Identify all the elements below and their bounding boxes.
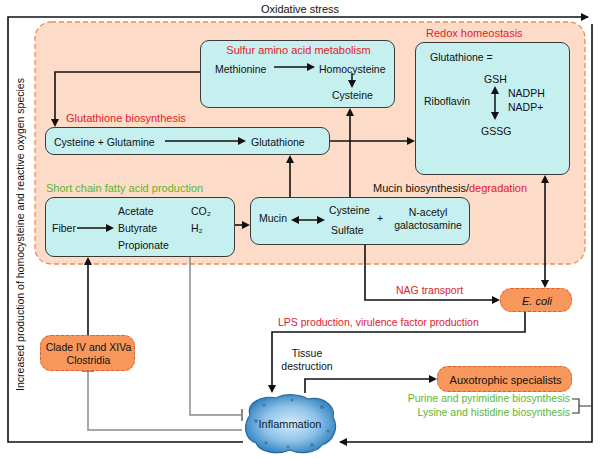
inner-arrow	[274, 66, 309, 68]
stress-label: Oxidative stress	[240, 3, 360, 16]
connector	[305, 379, 431, 393]
box-heading: Redox homeostasis	[426, 27, 523, 40]
box-heading: Mucin biosynthesis/	[373, 182, 469, 195]
connector	[349, 114, 351, 197]
inhibition-bar	[241, 409, 243, 421]
edge-label: LPS production, virulence factor product…	[278, 316, 479, 329]
node-text: Inflammation	[259, 418, 322, 431]
node-text: Propionate	[118, 239, 169, 252]
node-text: Auxotrophic specialists	[450, 374, 562, 387]
node-text: Methionine	[215, 63, 266, 76]
node-text: Acetate	[118, 205, 154, 218]
node-text: N-acetyl galactosamine	[389, 206, 467, 232]
inhibition-line	[190, 257, 242, 415]
box-heading: Glutathione biosynthesis	[66, 112, 186, 125]
node-text: NADP+	[508, 101, 543, 114]
node-text: Homocysteine	[319, 63, 386, 76]
inner-arrow	[494, 92, 496, 114]
node-text: CO₂	[191, 205, 211, 218]
node-text: Butyrate	[118, 222, 157, 235]
arrow-head	[291, 216, 299, 224]
organism-box: Auxotrophic specialists	[437, 366, 572, 392]
arrow-head	[268, 385, 276, 393]
node-text: GSH	[484, 73, 507, 86]
node-text: Cysteine + Glutamine	[54, 136, 155, 149]
node-text: NADPH	[508, 87, 545, 100]
connector	[544, 181, 546, 282]
node-text: degradation	[469, 182, 527, 195]
inhibition-line	[88, 371, 242, 430]
vertical-label: Increased production of homocysteine and…	[14, 45, 27, 425]
arrow-head	[541, 280, 549, 288]
connector	[330, 140, 409, 142]
node-text: Cysteine	[332, 89, 373, 102]
arrow-head	[51, 119, 59, 127]
process-box: Sulfur amino acid metabolismMethionine Ho…	[200, 40, 395, 108]
node-text: Clade IV and XIVa Clostridia	[45, 341, 133, 367]
arrow-head	[317, 216, 325, 224]
arrow-head	[348, 80, 356, 88]
inflammation-blob: Inflammation	[242, 393, 338, 455]
edge-label: Tissue destruction	[279, 347, 335, 373]
connector	[87, 263, 89, 335]
arrow-head	[407, 137, 415, 145]
arrow-head	[238, 137, 246, 145]
node-text: Riboflavin	[424, 95, 470, 108]
arrow-head	[84, 257, 92, 265]
connector	[365, 245, 494, 300]
node-text: E. coli	[522, 295, 552, 308]
inner-arrow	[77, 227, 108, 229]
bracket	[572, 399, 592, 413]
edge-label: NAG transport	[396, 284, 463, 297]
organism-box: E. coli	[500, 288, 572, 312]
node-text: GSSG	[481, 125, 511, 138]
node-text: Fiber	[52, 222, 76, 235]
arrow-head	[429, 375, 437, 383]
box-heading: Short chain fatty acid production	[46, 182, 203, 195]
inner-arrow	[297, 219, 319, 221]
node-text: Sulfate	[331, 224, 364, 237]
arrow-head	[286, 155, 294, 163]
box-heading: Sulfur amino acid metabolism	[226, 44, 370, 57]
process-box: Short chain fatty acid productionFiberAc…	[45, 197, 235, 257]
arrow-head	[492, 296, 500, 304]
pathway-label: Lysine and histidine biosynthesis	[417, 406, 570, 419]
metabolism-region	[35, 22, 585, 264]
arrow-head	[346, 108, 354, 116]
node-text: Cysteine	[329, 204, 370, 217]
node-text: Mucin	[259, 212, 287, 225]
process-box: Redox homeostasisGlutathione =GSHRibofla…	[415, 42, 570, 175]
arrow-head	[307, 63, 315, 71]
node-text: +	[377, 212, 383, 225]
connector	[289, 161, 291, 197]
arrow-head	[242, 221, 250, 229]
node-text: H₂	[191, 222, 203, 235]
pathway-label: Purine and pyrimidine biosynthesis	[408, 392, 570, 405]
inner-arrow	[165, 140, 240, 142]
node-text: Glutathione =	[430, 51, 493, 64]
arrow-head	[491, 112, 499, 120]
arrow-head	[541, 175, 549, 183]
feedback-line	[8, 17, 588, 442]
arrow-head	[106, 224, 114, 232]
process-box: Mucin biosynthesis/degradationMucinCyste…	[250, 197, 470, 245]
arrow-head	[491, 86, 499, 94]
organism-box: Clade IV and XIVa Clostridia	[40, 335, 135, 371]
node-text: Glutathione	[251, 136, 305, 149]
